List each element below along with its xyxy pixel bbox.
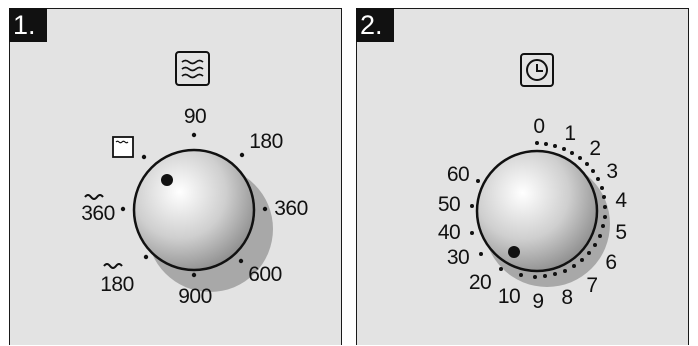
power-setting-dots xyxy=(120,132,268,278)
power-label-360: 360 xyxy=(274,197,308,220)
timer-dial-graphic xyxy=(470,53,610,287)
knob-indicator-dot xyxy=(508,246,520,258)
step-number: 2. xyxy=(356,8,394,42)
timer-label-1: 1 xyxy=(564,122,576,145)
timer-label-5: 5 xyxy=(615,221,627,244)
timer-label-8: 8 xyxy=(561,286,573,309)
timer-knob[interactable] xyxy=(475,149,599,273)
power-dial-graphic xyxy=(84,51,273,292)
timer-label-7: 7 xyxy=(586,274,598,297)
knob-indicator-dot xyxy=(161,174,173,186)
timer-tick-dots xyxy=(470,141,607,279)
grill-label-180: 180 xyxy=(100,273,134,296)
timer-label-30: 30 xyxy=(446,246,470,269)
power-panel: 1. xyxy=(9,8,342,345)
timer-label-20: 20 xyxy=(468,271,492,294)
timer-label-50: 50 xyxy=(437,193,461,216)
timer-label-40: 40 xyxy=(437,221,461,244)
timer-label-4: 4 xyxy=(615,189,627,212)
timer-label-10: 10 xyxy=(497,285,521,308)
timer-label-2: 2 xyxy=(589,137,601,160)
medium-grill-waves-icon xyxy=(84,194,104,200)
power-label-90: 90 xyxy=(183,105,207,128)
oven-icon xyxy=(112,136,134,158)
low-grill-waves-icon xyxy=(103,263,123,269)
timer-label-6: 6 xyxy=(605,251,617,274)
grill-label-360: 360 xyxy=(81,202,115,225)
power-label-600: 600 xyxy=(248,263,282,286)
timer-panel: 2. xyxy=(356,8,689,345)
power-knob[interactable] xyxy=(132,148,256,272)
power-label-900: 900 xyxy=(178,285,212,308)
power-label-180: 180 xyxy=(249,130,283,153)
timer-label-0: 0 xyxy=(533,115,545,138)
timer-label-3: 3 xyxy=(606,160,618,183)
timer-label-60: 60 xyxy=(446,163,470,186)
microwave-waves-icon xyxy=(175,51,210,86)
clock-icon xyxy=(520,53,554,87)
timer-label-9: 9 xyxy=(532,290,544,313)
step-number: 1. xyxy=(9,8,47,42)
